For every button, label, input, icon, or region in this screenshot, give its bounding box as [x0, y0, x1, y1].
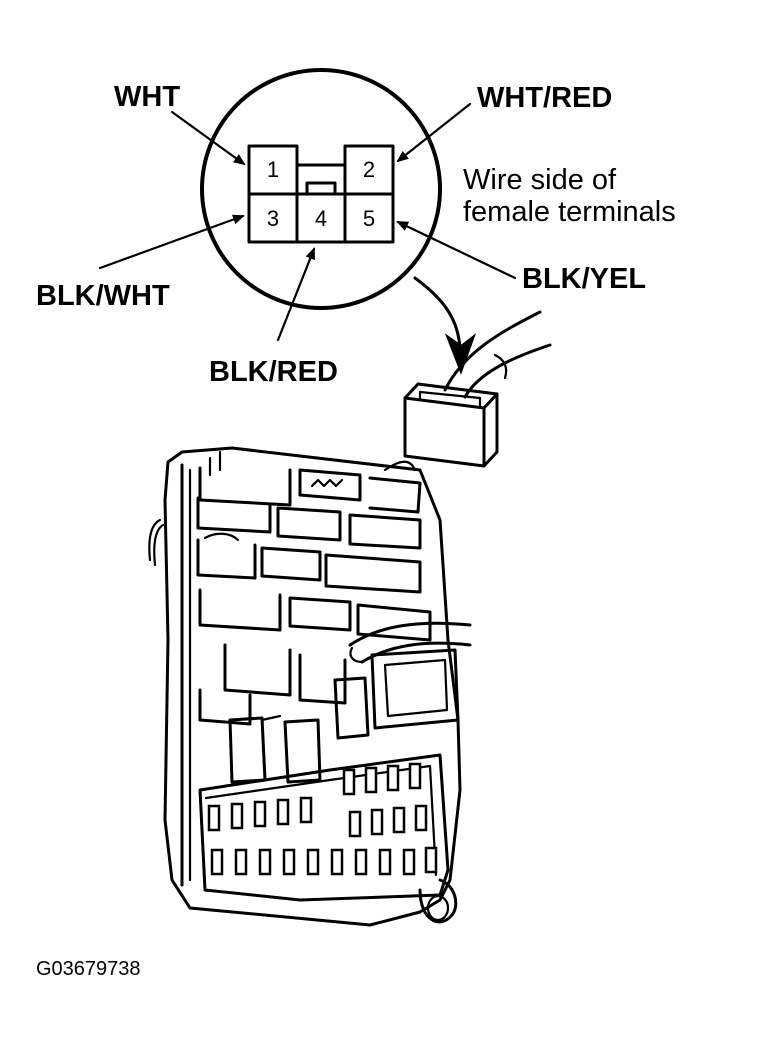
arrow-blk-yel — [396, 220, 517, 280]
arrow-blk-red — [276, 247, 316, 342]
note-line-2: female terminals — [463, 196, 676, 228]
arrow-wht — [170, 110, 246, 166]
curved-pointer — [413, 276, 477, 375]
arrow-blk-wht — [98, 214, 245, 270]
connector-detail: 1 2 3 4 5 — [98, 68, 517, 342]
pin-2: 2 — [363, 157, 375, 182]
plug-cable — [443, 310, 542, 392]
label-blk-red: BLK/RED — [209, 356, 338, 388]
label-blk-wht: BLK/WHT — [36, 280, 170, 312]
fuse-relay-box — [148, 446, 472, 927]
pin-3: 3 — [267, 206, 279, 231]
locking-tab — [305, 181, 337, 196]
pin-1: 1 — [267, 157, 279, 182]
label-blk-yel: BLK/YEL — [522, 263, 646, 295]
pin-5: 5 — [363, 206, 375, 231]
plug-connector — [403, 310, 552, 468]
magnifier-circle — [200, 68, 442, 310]
note-line-1: Wire side of — [463, 164, 617, 196]
connector-face — [247, 144, 395, 244]
arrow-wht-red — [396, 102, 472, 163]
label-wht: WHT — [114, 81, 180, 113]
label-wht-red: WHT/RED — [477, 82, 612, 114]
harness-cable — [348, 621, 472, 647]
figure-code: G03679738 — [36, 958, 141, 980]
pin-4: 4 — [315, 206, 327, 231]
